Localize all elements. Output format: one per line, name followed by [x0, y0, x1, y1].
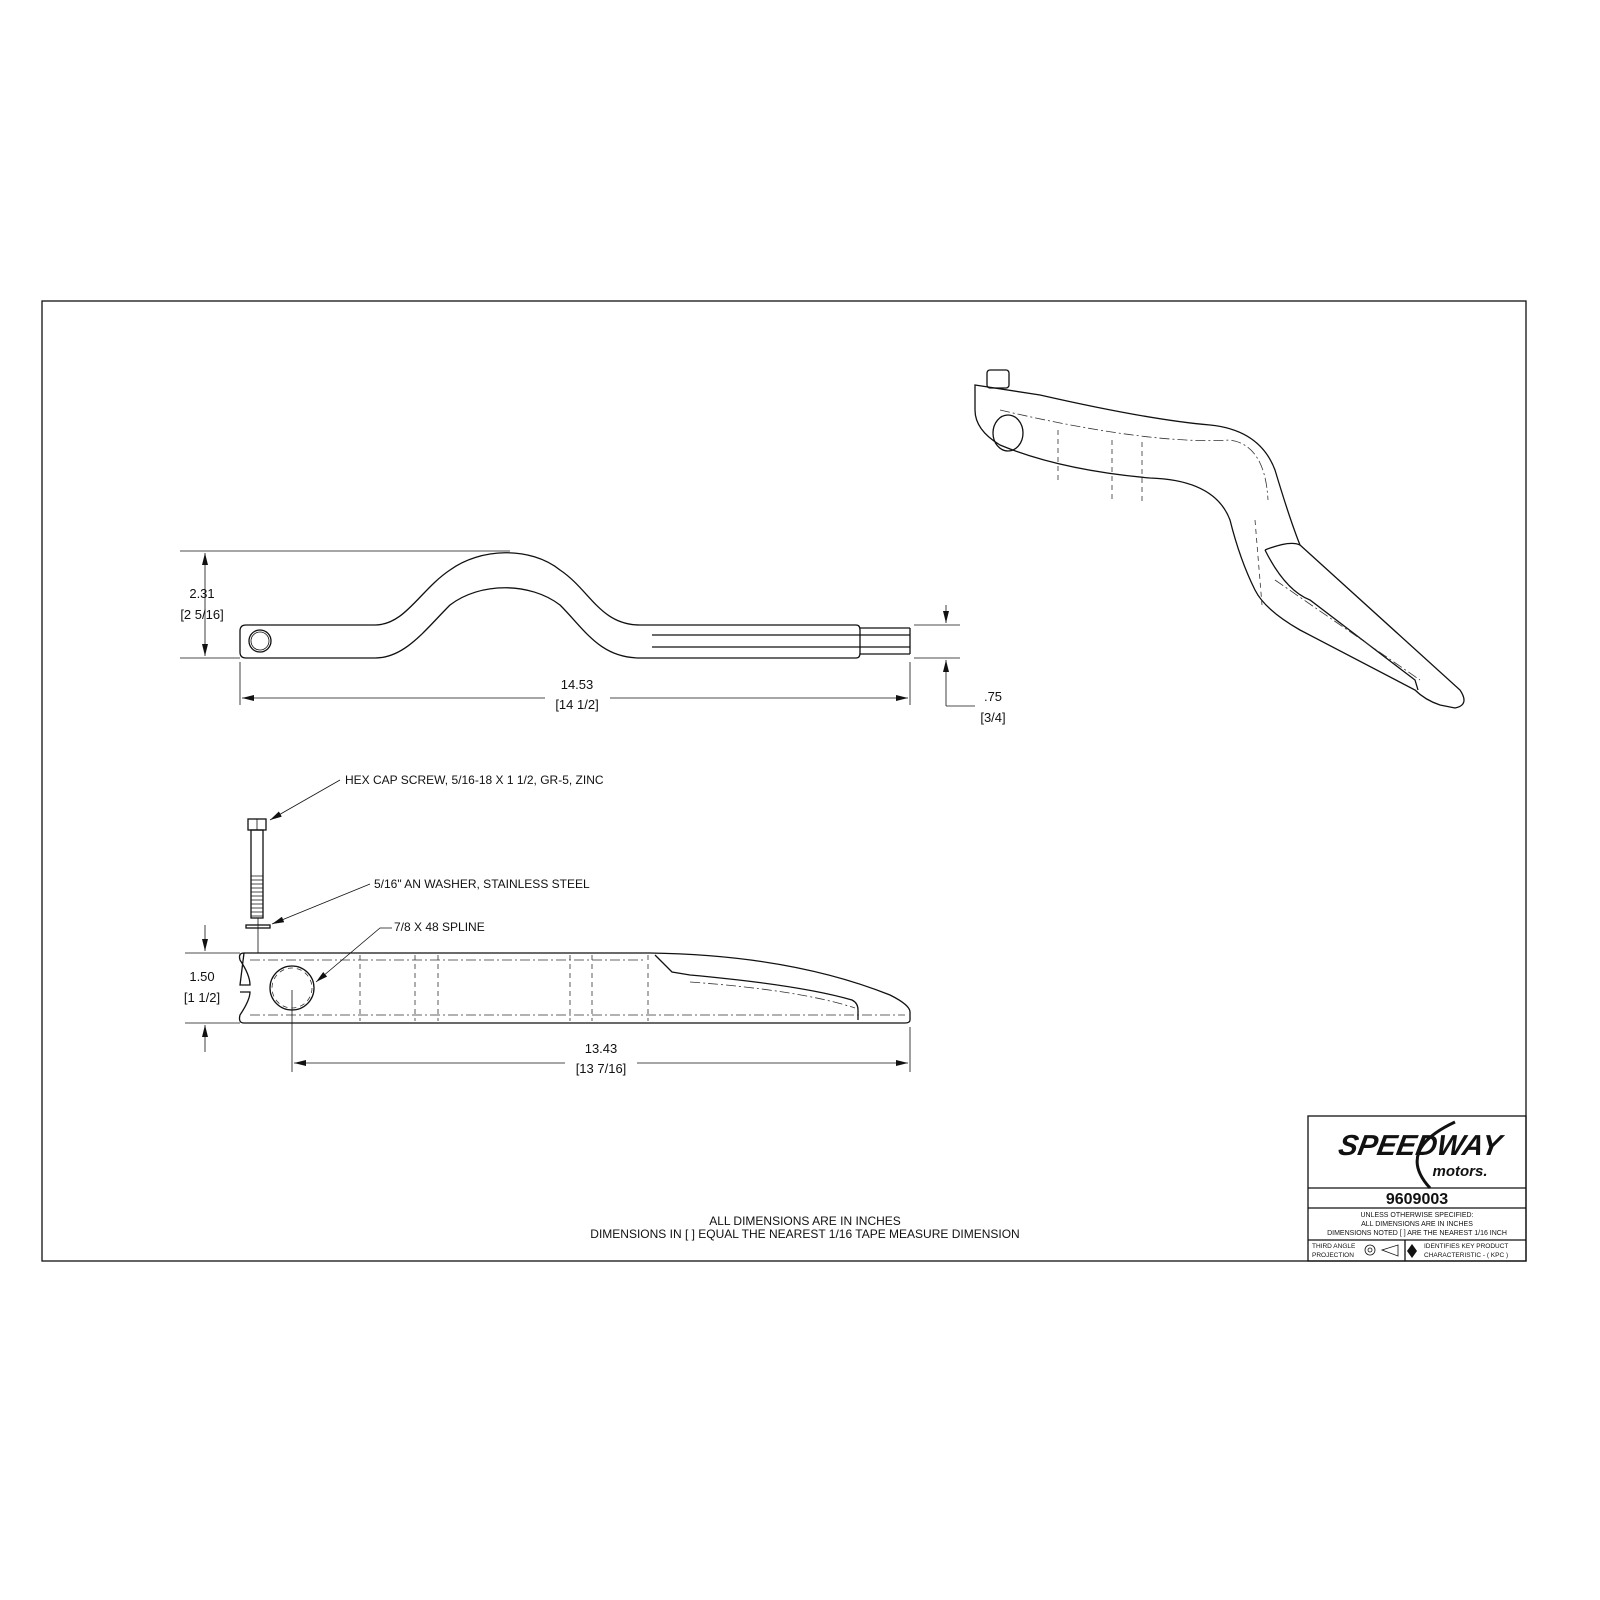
length-frac: [13 7/16]: [576, 1061, 627, 1076]
projection-line-1: THIRD ANGLE: [1312, 1243, 1356, 1250]
kpc-line-2: CHARACTERISTIC - ( KPC ): [1424, 1252, 1508, 1259]
washer: [245, 924, 271, 929]
height-dim: 2.31: [189, 586, 214, 601]
top-view: 2.31 [2 5/16] 14.53 [14 1/2] .75 [3/4]: [180, 550, 1006, 725]
length-dim: 14.53: [561, 677, 594, 692]
callout-spline: 7/8 X 48 SPLINE: [394, 920, 485, 934]
length-frac: [14 1/2]: [555, 697, 598, 712]
callout-washer: 5/16" AN WASHER, STAINLESS STEEL: [374, 877, 590, 891]
kpc-diamond-icon: [1407, 1244, 1417, 1258]
logo-sub: motors.: [1432, 1163, 1487, 1180]
side-view: HEX CAP SCREW, 5/16-18 X 1 1/2, GR-5, ZI…: [184, 773, 911, 1080]
spec-line-2: ALL DIMENSIONS ARE IN INCHES: [1361, 1221, 1473, 1228]
height-frac: [2 5/16]: [180, 607, 223, 622]
isometric-view: [974, 369, 1465, 709]
arm-side-outline: [238, 952, 911, 1024]
hole: [248, 629, 272, 653]
thickness-dim: .75: [984, 689, 1002, 704]
spec-line-1: UNLESS OTHERWISE SPECIFIED:: [1360, 1212, 1473, 1219]
arm-outline: [239, 552, 861, 659]
kpc-line-1: IDENTIFIES KEY PRODUCT: [1424, 1243, 1508, 1250]
title-block: SPEEDWAY motors. 9609003 UNLESS OTHERWIS…: [1307, 1115, 1527, 1262]
third-angle-projection-icon: [1364, 1244, 1399, 1257]
note-line-1: ALL DIMENSIONS ARE IN INCHES: [709, 1214, 901, 1228]
spline-bore: [992, 414, 1024, 452]
slot-lines: [652, 627, 911, 655]
note-line-2: DIMENSIONS IN [ ] EQUAL THE NEAREST 1/16…: [590, 1227, 1019, 1241]
length-dim: 13.43: [585, 1041, 618, 1056]
bolt-head: [986, 369, 1010, 389]
spec-line-3: DIMENSIONS NOTED [ ] ARE THE NEAREST 1/1…: [1327, 1230, 1507, 1237]
thickness-frac: [3/4]: [980, 710, 1005, 725]
hex-cap-screw: [247, 818, 267, 953]
callout-screw: HEX CAP SCREW, 5/16-18 X 1 1/2, GR-5, ZI…: [345, 773, 604, 787]
speedway-logo: SPEEDWAY motors.: [1336, 1120, 1506, 1190]
logo-main: SPEEDWAY: [1336, 1130, 1506, 1162]
height-dim: 1.50: [189, 969, 214, 984]
height-frac: [1 1/2]: [184, 990, 220, 1005]
part-number: 9609003: [1386, 1191, 1448, 1208]
projection-line-2: PROJECTION: [1312, 1252, 1354, 1259]
drawing-border: [41, 300, 1527, 1262]
